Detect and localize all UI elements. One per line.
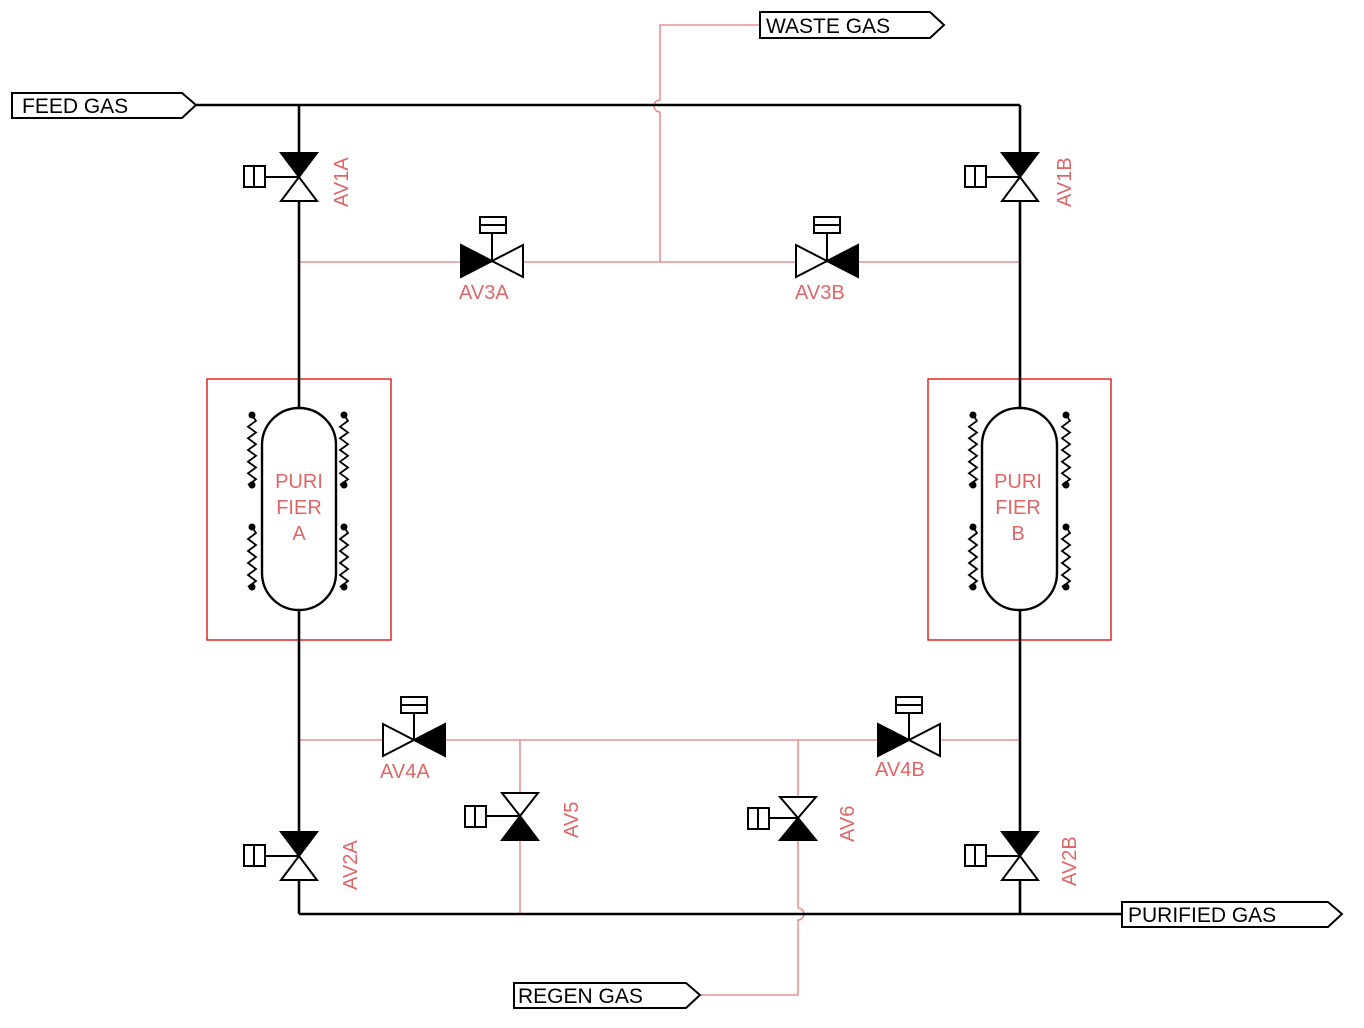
av3b-label: AV3B xyxy=(795,282,845,304)
coil-terminal-dot xyxy=(969,411,977,419)
waste-gas-tag: WASTE GAS xyxy=(759,11,946,39)
feed-gas-label: FEED GAS xyxy=(22,95,128,118)
purifier-a-line2: FIER xyxy=(276,497,322,519)
coil-terminal-dot xyxy=(340,523,348,531)
av1a-label: AV1A xyxy=(331,157,353,207)
av4b-label: AV4B xyxy=(875,759,925,781)
coil-terminal-dot xyxy=(248,411,256,419)
purified-gas-tag: PURIFIED GAS xyxy=(1121,901,1344,928)
av5-label: AV5 xyxy=(561,802,583,838)
valve-av1a[interactable] xyxy=(243,152,319,202)
regen-gas-tag: REGEN GAS xyxy=(513,982,702,1009)
regen-gas-line xyxy=(700,740,805,996)
coil-terminal-dot xyxy=(248,481,256,489)
heater-coil xyxy=(338,526,350,588)
av3a-label: AV3A xyxy=(459,282,509,304)
waste-gas-label: WASTE GAS xyxy=(766,15,890,38)
feed-gas-tag: FEED GAS xyxy=(11,92,198,119)
coil-terminal-dot xyxy=(340,411,348,419)
coil-terminal-dot xyxy=(1062,523,1070,531)
valve-av4b[interactable] xyxy=(877,696,941,758)
regen-gas-label: REGEN GAS xyxy=(518,985,643,1008)
purifier-b-vessel xyxy=(980,406,1059,612)
purified-gas-label: PURIFIED GAS xyxy=(1128,904,1276,927)
purifier-b-line2: FIER xyxy=(995,497,1041,519)
valve-av3a[interactable] xyxy=(460,216,524,279)
heater-coil xyxy=(967,414,979,486)
coil-terminal-dot xyxy=(248,583,256,591)
purifier-labels: PURI FIER A PURI FIER B xyxy=(275,471,1042,545)
av4a-label: AV4A xyxy=(380,761,430,783)
coil-terminal-dot xyxy=(340,583,348,591)
purifier-a-vessel xyxy=(260,406,338,612)
valve-av5[interactable] xyxy=(464,792,541,841)
coil-terminal-dot xyxy=(969,583,977,591)
coil-terminal-dot xyxy=(1062,411,1070,419)
valve-av2b[interactable] xyxy=(964,831,1040,881)
coil-terminal-dot xyxy=(248,523,256,531)
coil-terminal-dot xyxy=(340,481,348,489)
valve-av3b[interactable] xyxy=(795,216,859,279)
purifier-b-line1: PURI xyxy=(994,471,1042,493)
purifier-a-line1: PURI xyxy=(275,471,323,493)
coil-terminal-dot xyxy=(1062,583,1070,591)
valve-labels: AV1A AV1B AV2A AV2B AV5 AV6 AV3A AV3B AV… xyxy=(331,157,1081,890)
valve-av1b[interactable] xyxy=(964,152,1040,202)
coil-terminal-dot xyxy=(969,481,977,489)
heater-coils xyxy=(246,411,1072,591)
av2a-label: AV2A xyxy=(340,840,362,890)
heater-coil xyxy=(246,526,258,588)
heater-coil xyxy=(967,526,979,588)
av6-label: AV6 xyxy=(837,806,859,842)
heater-coil xyxy=(246,414,258,486)
heater-coil xyxy=(1060,526,1072,588)
heater-coil xyxy=(1060,414,1072,486)
valve-av2a[interactable] xyxy=(243,831,319,881)
av1b-label: AV1B xyxy=(1054,157,1076,207)
coil-terminal-dot xyxy=(969,523,977,531)
purifier-b-line3: B xyxy=(1011,523,1024,545)
valve-av4a[interactable] xyxy=(382,696,446,758)
heater-coil xyxy=(338,414,350,486)
av2b-label: AV2B xyxy=(1059,836,1081,886)
valve-av6[interactable] xyxy=(747,796,819,841)
waste-gas-line xyxy=(653,24,760,262)
purifier-a-line3: A xyxy=(292,523,306,545)
coil-terminal-dot xyxy=(1062,481,1070,489)
